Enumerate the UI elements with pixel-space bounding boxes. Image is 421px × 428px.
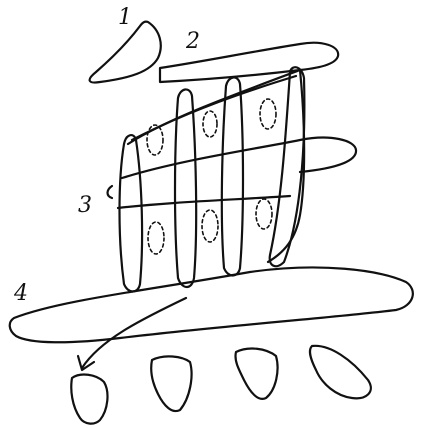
- bottom-dot-2: [151, 356, 191, 411]
- cell-dot-3: [260, 99, 276, 129]
- bottom-dot-3: [235, 349, 277, 399]
- cell-dot-4: [148, 222, 164, 254]
- pillar-3: [222, 77, 243, 275]
- lattice-frame: [128, 70, 304, 262]
- cell-dot-5: [202, 210, 218, 242]
- stroke-4-bottom-bar: [10, 267, 413, 342]
- stroke-label-2: 2: [185, 29, 200, 54]
- stroke-label-1: 1: [118, 5, 132, 30]
- stroke-label-3: 3: [78, 193, 92, 218]
- lattice-bar-1: [132, 76, 296, 140]
- stroke-1-tick: [90, 22, 161, 83]
- pillar-1: [120, 135, 143, 291]
- bottom-dot-1: [71, 375, 107, 424]
- stroke-label-4: 4: [13, 281, 28, 306]
- bottom-dot-4: [310, 346, 371, 398]
- lattice-bar-3: [118, 196, 290, 208]
- cell-dot-2: [203, 111, 217, 137]
- lattice-bar-2: [122, 138, 356, 178]
- cell-dot-6: [256, 199, 272, 229]
- pillar-4: [270, 67, 305, 266]
- stroke-3-marker: [108, 186, 113, 198]
